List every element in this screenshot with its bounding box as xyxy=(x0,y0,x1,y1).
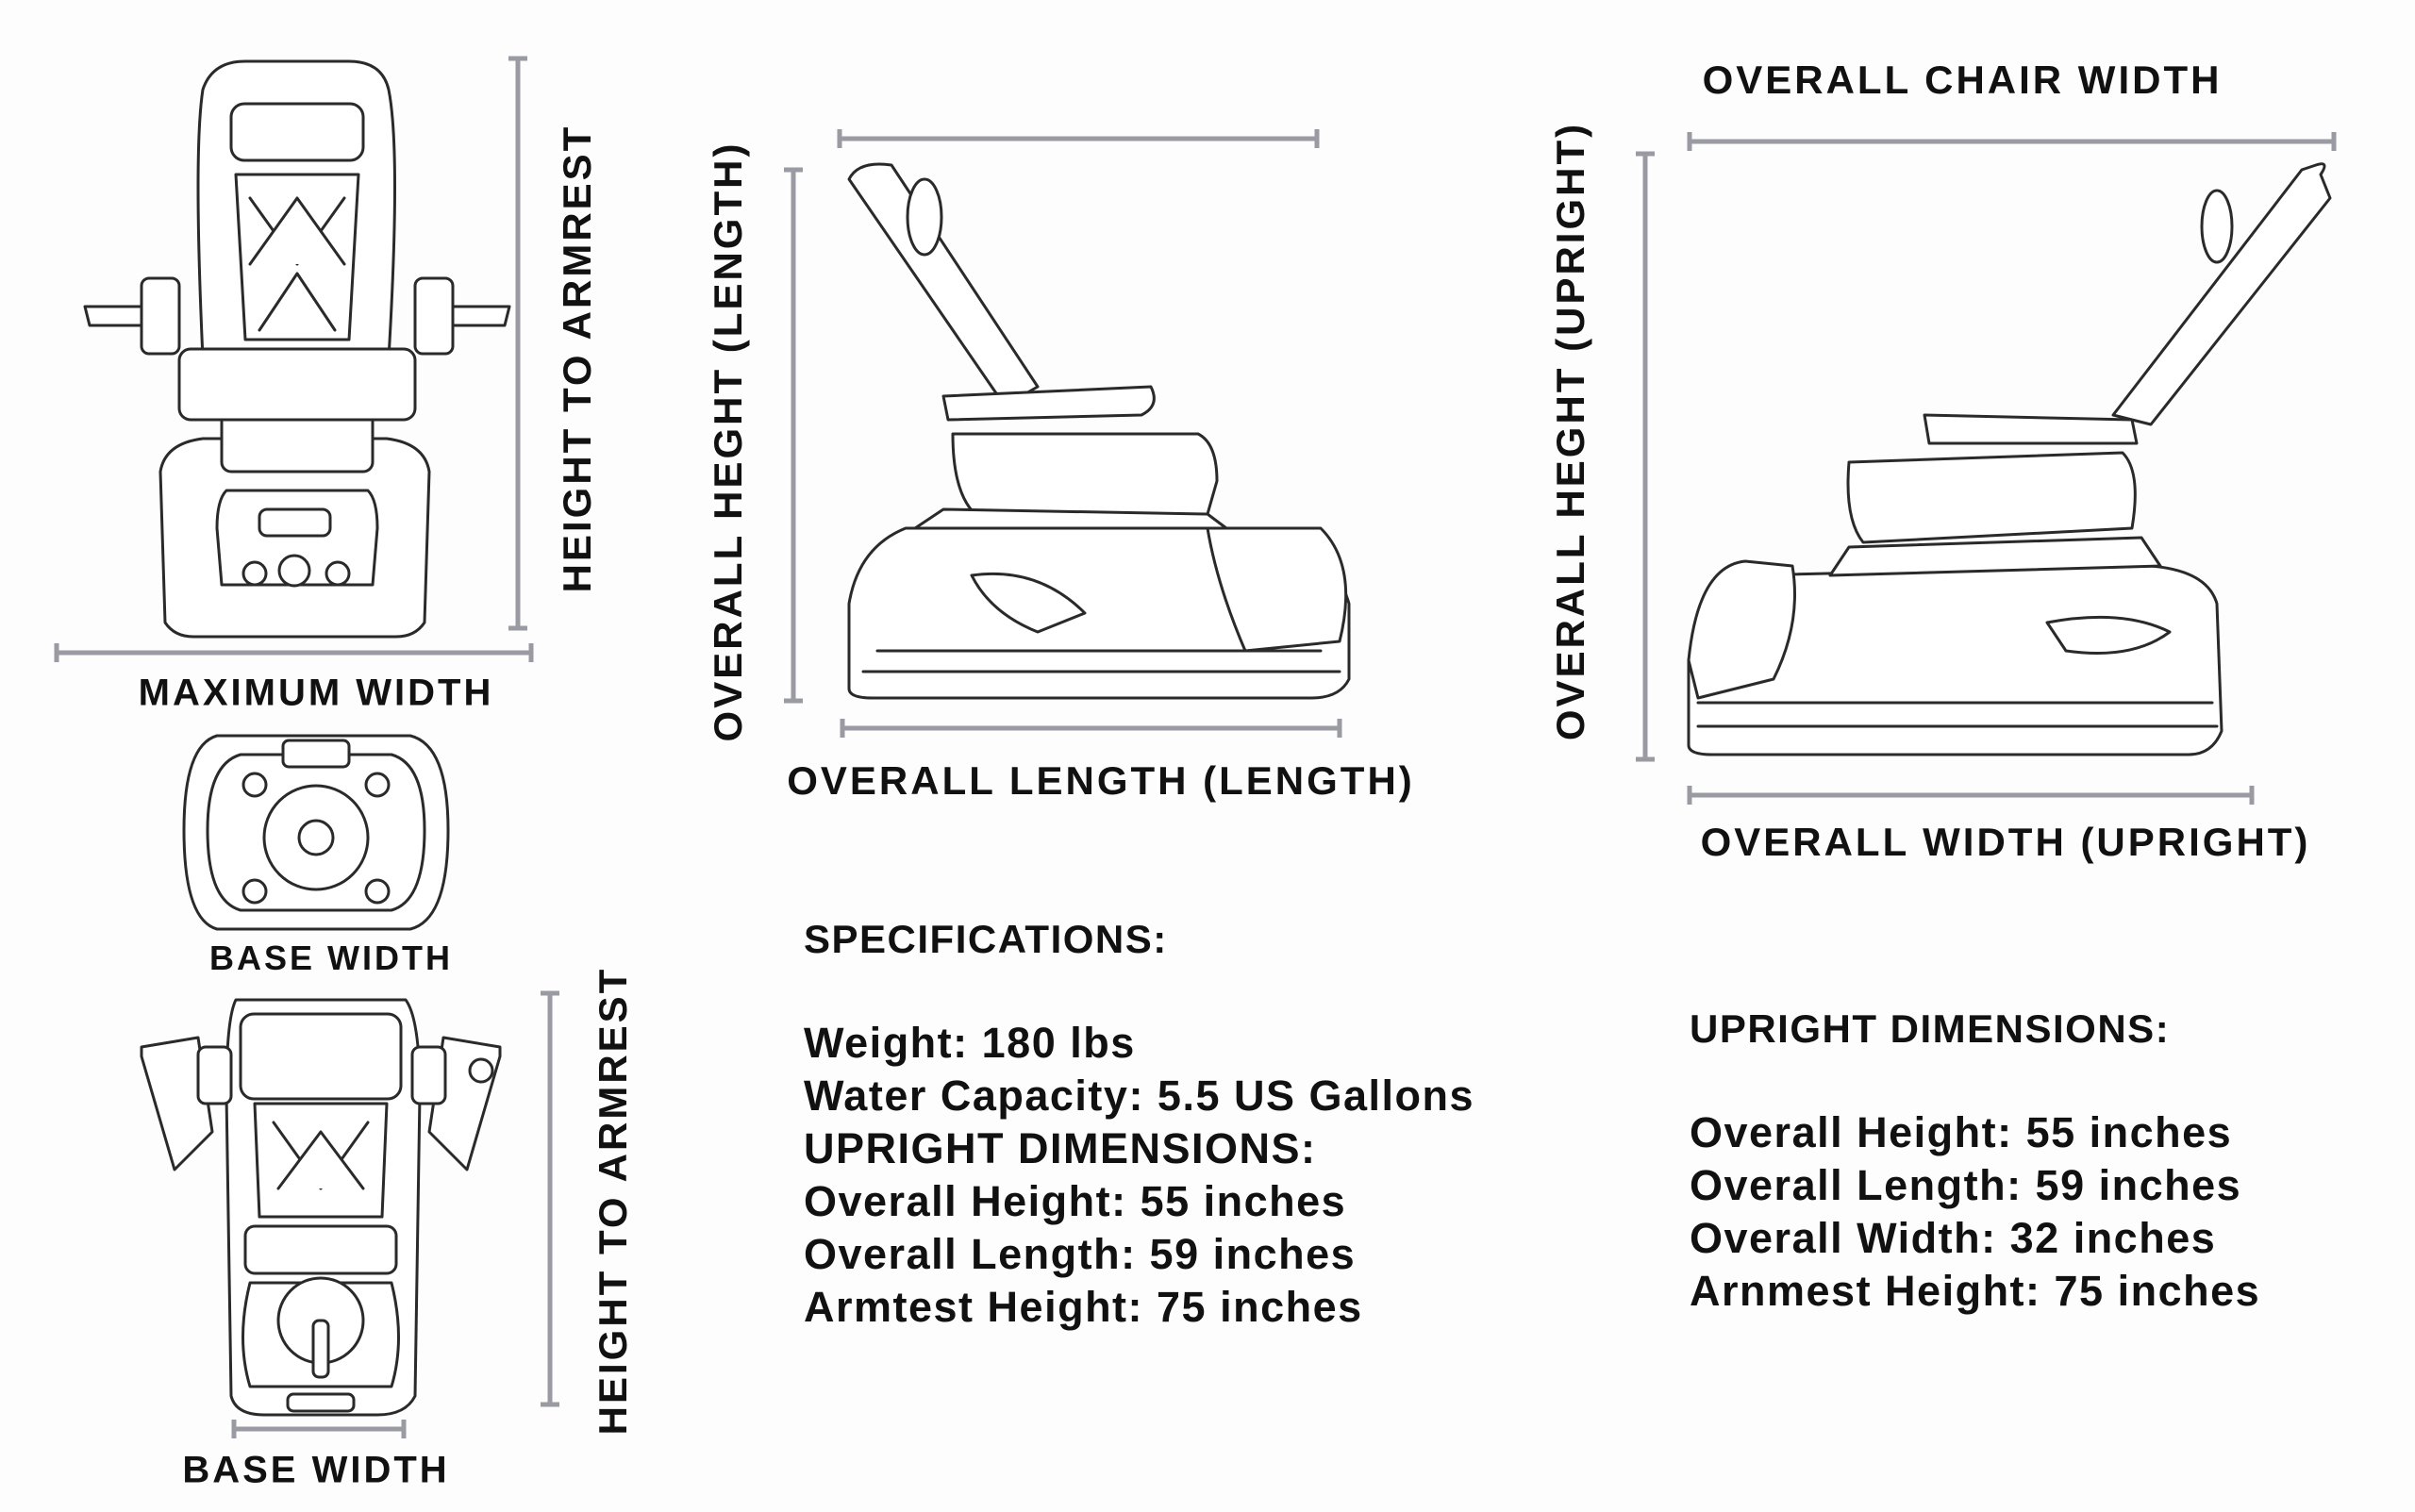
label-height-to-armrest-top: HEIGHT TO ARMREST xyxy=(555,124,599,593)
spec-line: Overall Length: 59 inches xyxy=(804,1230,1357,1278)
upright-dimensions-title: UPRIGHT DIMENSIONS: xyxy=(1690,1006,2171,1051)
label-maximum-width: MAXIMUM WIDTH xyxy=(138,672,494,714)
specifications-block: SPECIFICATIONS: Weight: 180 lbs Water Ca… xyxy=(804,913,1474,1334)
spec-line: Water Capacity: 5.5 US Gallons xyxy=(804,1072,1475,1120)
upright-line: Overall Length: 59 inches xyxy=(1690,1161,2242,1209)
base-top-view xyxy=(182,734,450,931)
label-overall-height-length: OVERALL HEGHT (LENGTH) xyxy=(706,141,750,742)
label-overall-width-upright: OVERALL WIDTH (UPRIGHT) xyxy=(1700,820,2311,864)
dimension-lines xyxy=(54,56,2337,1438)
chair-side-view-upright xyxy=(1687,162,2332,756)
spec-line: Armtest Height: 75 inches xyxy=(804,1283,1363,1331)
specifications-title: SPECIFICATIONS: xyxy=(804,917,1168,961)
upright-line: Arnmest Height: 75 inches xyxy=(1690,1267,2261,1315)
label-overall-height-upright: OVERALL HEGHT (UPRIGHT) xyxy=(1548,121,1592,741)
spec-line: Weight: 180 lbs xyxy=(804,1019,1136,1067)
label-height-to-armrest-bottom: HEIGHT TO ARMREST xyxy=(591,966,635,1436)
chair-side-view-length xyxy=(847,162,1351,700)
upright-line: Overall Width: 32 inches xyxy=(1690,1214,2217,1262)
label-base-width-bottom: BASE WIDTH xyxy=(182,1449,450,1491)
label-overall-length-length: OVERALL LENGTH (LENGTH) xyxy=(787,758,1415,803)
chair-front-view xyxy=(83,59,511,639)
chair-top-view xyxy=(140,998,502,1417)
spec-line: UPRIGHT DIMENSIONS: xyxy=(804,1124,1317,1172)
upright-dimensions-block: UPRIGHT DIMENSIONS: Overall Height: 55 i… xyxy=(1690,1003,2260,1318)
label-base-width-top: BASE WIDTH xyxy=(209,939,453,977)
spec-line: Overall Height: 55 inches xyxy=(804,1177,1347,1225)
label-overall-chair-width: OVERALL CHAIR WIDTH xyxy=(1702,58,2223,102)
upright-line: Overall Height: 55 inches xyxy=(1690,1108,2233,1156)
